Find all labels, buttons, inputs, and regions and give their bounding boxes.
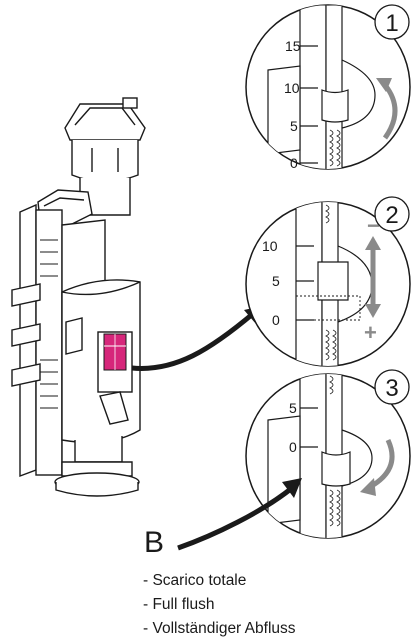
- valve-main-column: [35, 209, 63, 476]
- scale2-tick-5: 5: [272, 273, 280, 289]
- scale1-tick-0: 0: [290, 155, 298, 171]
- flush-valve-device: [11, 97, 146, 497]
- scale1-tick-10: 10: [284, 80, 300, 96]
- caption-german: - Vollständiger Abfluss: [143, 620, 296, 637]
- valve-upper-cylinder: [71, 140, 139, 183]
- scale2-tick-0: 0: [272, 312, 280, 328]
- scale1-tick-5: 5: [290, 118, 298, 134]
- detail-arrow-indicator: [131, 310, 257, 371]
- callout-b-arrow-head: [282, 478, 302, 498]
- detail-circle-1: 15 10 5 0 1: [245, 4, 411, 171]
- step-badge-2: [374, 196, 410, 232]
- caption-italian: - Scarico totale: [143, 572, 247, 589]
- step-number-1: 1: [385, 10, 398, 37]
- valve-base-ring: [61, 461, 133, 477]
- scale2-tick-10: 10: [262, 238, 278, 254]
- detail-circle-2: 10 5 0 − + 2: [245, 196, 411, 367]
- callout-letter-b: B: [144, 526, 165, 559]
- caption-english: - Full flush: [143, 596, 215, 613]
- step-badge-1: [374, 4, 410, 40]
- caption-list: - Scarico totale - Full flush - Vollstän…: [143, 569, 296, 641]
- scale3-tick-0: 0: [289, 439, 297, 455]
- step-badge-3: [374, 369, 410, 405]
- rotate-arrow-icon: [382, 83, 398, 140]
- scale1-tick-15: 15: [285, 38, 301, 54]
- valve-top-clip: [122, 97, 138, 109]
- step-number-3: 3: [385, 375, 398, 402]
- scale3-tick-5: 5: [289, 400, 297, 416]
- step-number-2: 2: [385, 202, 398, 229]
- callout-b-arrow: [177, 486, 294, 551]
- detail-circle-3: 5 0 3: [245, 369, 411, 539]
- adjust-plus-sign: +: [364, 320, 377, 345]
